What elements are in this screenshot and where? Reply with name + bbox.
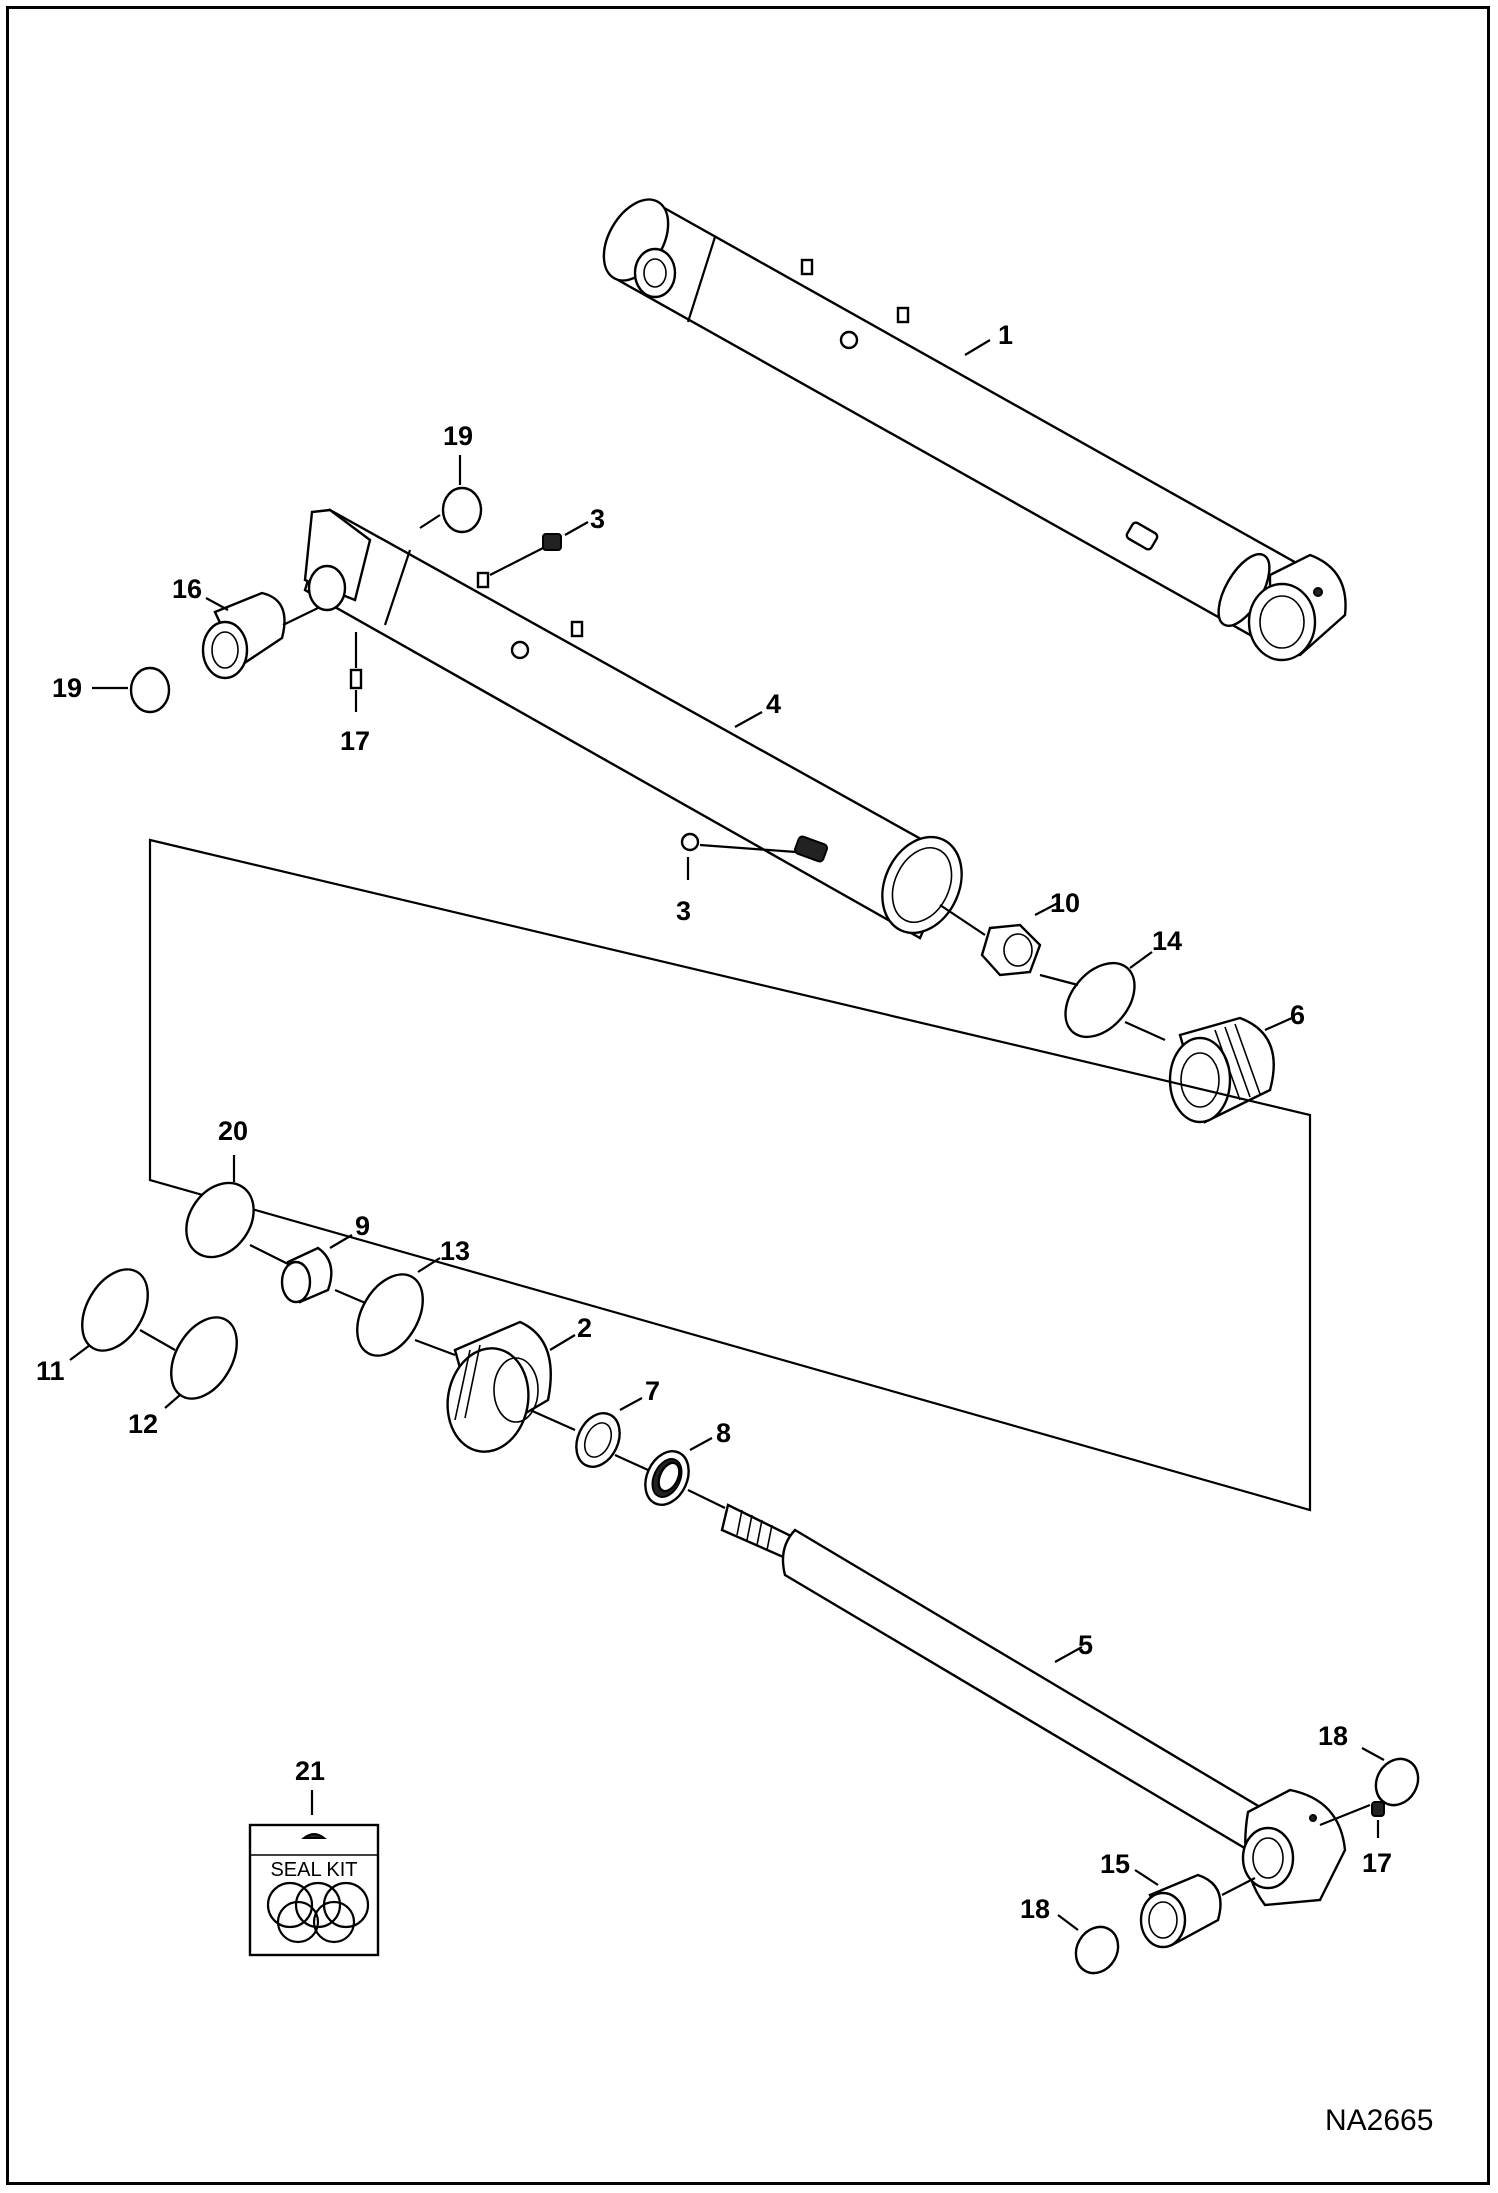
leader-14-path (1039, 973, 1079, 987)
callout-13: 13 (440, 1236, 470, 1266)
assembly-bracket (148, 838, 1312, 1512)
part-7-seal-inner (583, 1422, 613, 1458)
leader-7 (619, 1397, 643, 1411)
part-16-bushing (201, 591, 319, 680)
callout-17-lower: 17 (1362, 1848, 1392, 1878)
part-14-oring (1064, 961, 1136, 1039)
callout-2: 2 (577, 1313, 592, 1343)
callout-21: 21 (295, 1756, 325, 1786)
callout-14: 14 (1152, 926, 1182, 956)
leader-5 (1054, 1646, 1083, 1663)
part-17-grease-fitting-lower (1371, 1801, 1385, 1817)
callout-16: 16 (172, 574, 202, 604)
leader-13 (417, 1257, 441, 1273)
part-18-oring-upper (1374, 1757, 1420, 1807)
leader-11 (69, 1344, 91, 1361)
part-19-oring-lower (129, 666, 171, 714)
part-18-oring-lower (1074, 1925, 1120, 1975)
part-6-piston (1124, 1016, 1275, 1124)
callout-5: 5 (1078, 1630, 1093, 1660)
callout-8: 8 (716, 1418, 731, 1448)
part-7-seal (575, 1412, 621, 1468)
callout-6: 6 (1290, 1000, 1305, 1030)
leader-18a (1361, 1747, 1385, 1761)
part-13-oring (356, 1273, 424, 1357)
callout-20: 20 (218, 1116, 248, 1146)
leader-2-path (529, 1408, 576, 1432)
leader-4 (734, 711, 763, 728)
leader-12 (164, 1394, 181, 1409)
callout-3-upper: 3 (590, 504, 605, 534)
leader-20-path (249, 1244, 291, 1266)
callout-17-upper: 17 (340, 726, 370, 756)
part-17-grease-fitting-upper (349, 668, 363, 690)
part-10-nut (939, 904, 1042, 977)
callout-9: 9 (355, 1211, 370, 1241)
leader-18a-path (1319, 1803, 1371, 1827)
part-9-wear-ring (280, 1246, 333, 1304)
part-19-oring-upper (441, 486, 483, 534)
part-8-wiper-hole (657, 1461, 681, 1493)
callout-12: 12 (128, 1409, 158, 1439)
drawing-code: NA2665 (1325, 2104, 1433, 2137)
leader-11-path (139, 1329, 176, 1351)
callout-19-upper: 19 (443, 421, 473, 451)
leader-13-path (414, 1338, 456, 1357)
leader-7-path (614, 1453, 649, 1472)
part-3-fitting-lower (680, 832, 829, 880)
callout-18-lower: 18 (1020, 1894, 1050, 1924)
leader-15 (1134, 1869, 1159, 1886)
callout-7: 7 (645, 1376, 660, 1406)
part-15-bushing (1139, 1873, 1256, 1949)
part-2-gland (446, 1320, 552, 1453)
seal-kit-label: SEAL KIT (270, 1859, 357, 1881)
leader-19a-path (419, 514, 441, 529)
leader-8-path (687, 1489, 726, 1509)
part-3-fitting-upper (489, 533, 562, 576)
leader-3a (564, 521, 589, 536)
part-5-rod (720, 1503, 1347, 1907)
diagram-border (6, 6, 1490, 2185)
leader-16 (205, 597, 229, 611)
leader-10 (1034, 902, 1059, 916)
callout-3-lower: 3 (676, 896, 691, 926)
part-1-barrel-assembly (602, 198, 1347, 662)
leader-1 (964, 339, 991, 356)
leader-9 (329, 1234, 353, 1249)
callout-18-upper: 18 (1318, 1721, 1348, 1751)
leader-18b (1057, 1914, 1079, 1931)
part-20-oring (185, 1181, 255, 1259)
part-4-barrel (303, 508, 963, 940)
callout-19-lower: 19 (52, 673, 82, 703)
leader-8 (689, 1437, 713, 1451)
callout-11: 11 (36, 1356, 65, 1386)
callout-10: 10 (1050, 888, 1080, 918)
leader-14 (1129, 951, 1153, 969)
callout-15: 15 (1100, 1849, 1130, 1879)
callout-4: 4 (766, 689, 781, 719)
leader-6 (1264, 1016, 1293, 1032)
part-12-oring (170, 1316, 238, 1400)
part-21-seal-kit: SEAL KIT (248, 1823, 380, 1957)
part-11-oring (81, 1268, 149, 1352)
leader-2 (549, 1334, 576, 1351)
callout-1: 1 (998, 320, 1013, 350)
